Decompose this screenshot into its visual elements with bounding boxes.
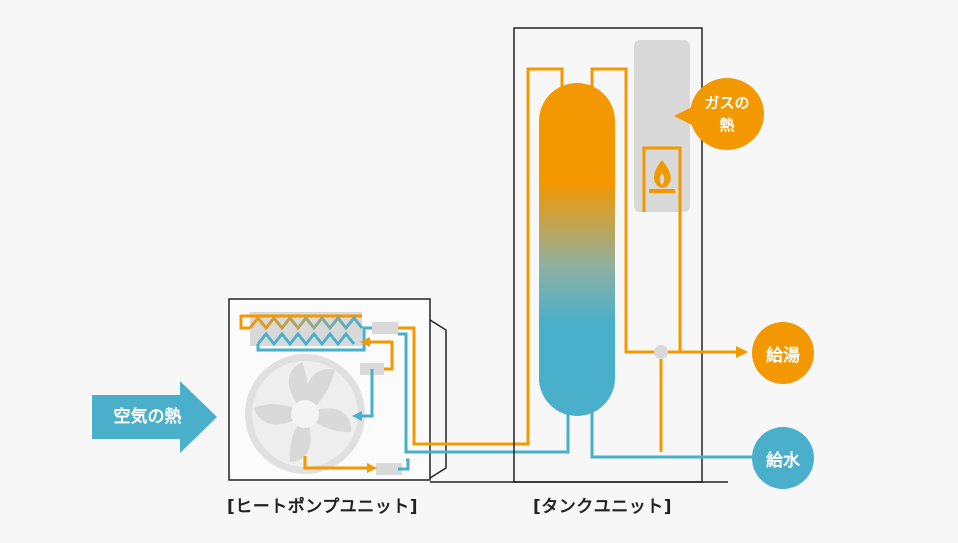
air-heat-arrow: [92, 381, 217, 453]
storage-tank: [539, 83, 615, 416]
gas-heat-label-2: 熱: [719, 116, 735, 134]
hot-water-supply-badge: 給湯: [752, 322, 814, 384]
mixing-valve: [654, 345, 668, 359]
hot-water-supply-label: 給湯: [766, 345, 800, 366]
gas-heat-badge: ガスの 熱: [690, 78, 764, 150]
tank-unit: [430, 27, 752, 483]
gas-badge-pointer: [674, 107, 692, 125]
gas-heat-label-1: ガスの: [704, 94, 750, 112]
tank-unit-caption: [タンクユニット]: [533, 497, 673, 517]
component-valve: [372, 322, 398, 334]
heat-pump-unit: [228, 298, 447, 481]
air-heat-label: 空気の熱: [113, 407, 182, 427]
water-supply-label: 給水: [766, 450, 800, 471]
fan-icon: [245, 354, 365, 474]
arrow-right-icon: [736, 346, 748, 358]
component-pump: [376, 463, 402, 475]
water-supply-badge: 給水: [752, 427, 814, 489]
flame-icon: [649, 160, 675, 193]
connecting-pipes: [398, 67, 570, 471]
heat-pump-unit-caption: [ヒートポンプユニット]: [227, 497, 419, 517]
gas-boiler: [634, 40, 690, 212]
